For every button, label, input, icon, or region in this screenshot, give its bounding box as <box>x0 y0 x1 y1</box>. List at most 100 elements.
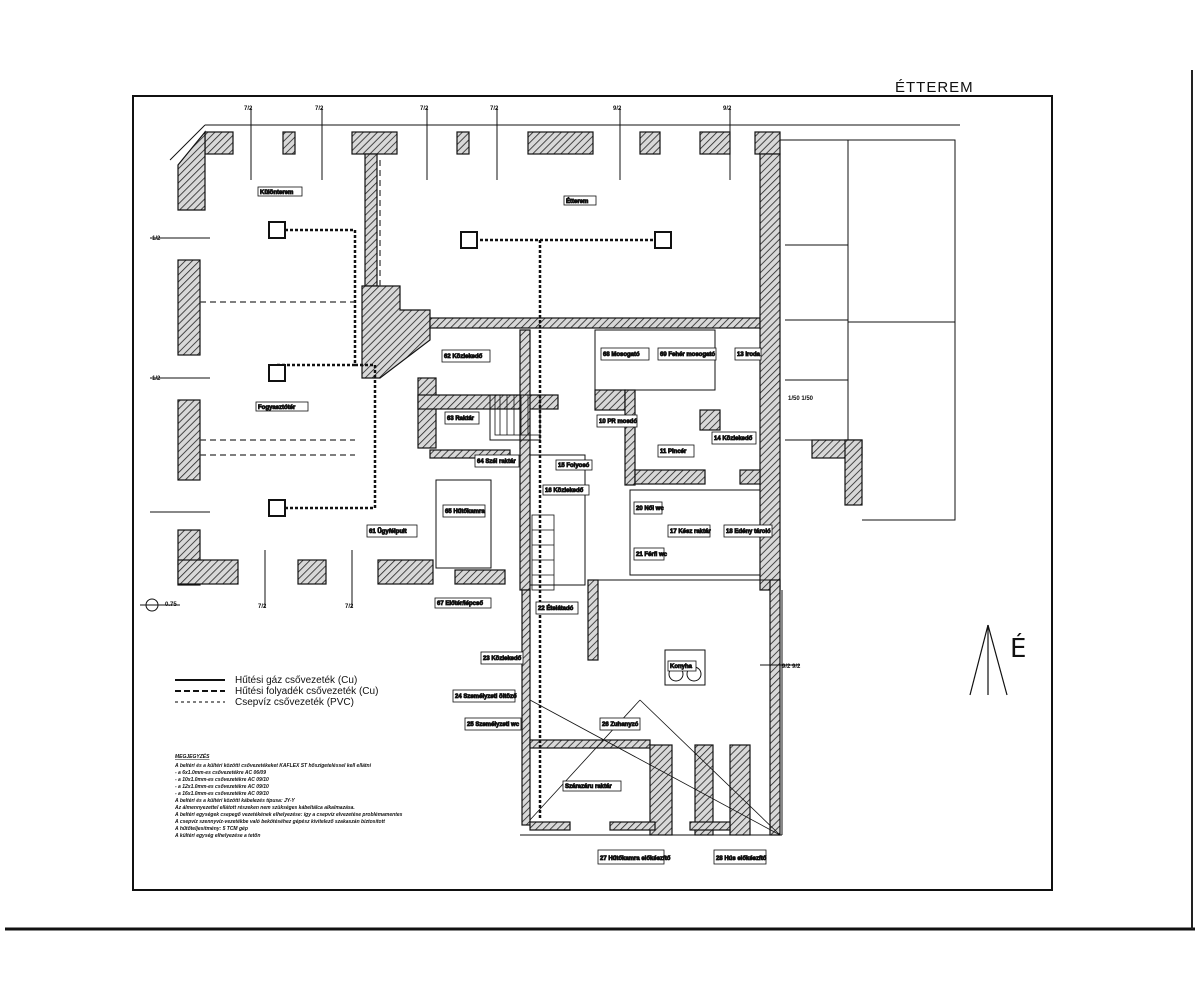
legend-gas: Hűtési gáz csővezeték (Cu) <box>235 675 357 686</box>
room-label: 27 Hűtőkamra előkészítő <box>597 849 671 865</box>
svg-text:28 Hús előkészítő: 28 Hús előkészítő <box>716 856 767 862</box>
svg-text:7/2: 7/2 <box>244 106 253 112</box>
room-label: 21 Férfi wc <box>633 547 668 561</box>
svg-text:67 Előtér/lépcső: 67 Előtér/lépcső <box>437 601 483 607</box>
svg-text:15 Folyosó: 15 Folyosó <box>558 463 590 469</box>
room-label: 24 Személyzeti öltöző <box>452 689 517 703</box>
svg-text:Az álmennyezettel ellátott rés: Az álmennyezettel ellátott részeken nem … <box>174 805 355 811</box>
room-label: 10 PR mosdó <box>596 414 638 428</box>
svg-text:23 Közlekedő: 23 Közlekedő <box>483 656 522 662</box>
room-label: Konyha <box>667 660 697 672</box>
svg-text:27 Hűtőkamra előkészítő: 27 Hűtőkamra előkészítő <box>600 856 671 862</box>
svg-text:A kültéri egység elhelyezése a: A kültéri egység elhelyezése a tetőn <box>174 833 260 839</box>
axis-marks <box>140 108 800 666</box>
room-label: Szárazáru raktár <box>562 780 622 792</box>
svg-text:25 Személyzeti wc: 25 Személyzeti wc <box>467 722 520 728</box>
room-label: 25 Személyzeti wc <box>464 717 522 731</box>
svg-text:A hűtőteljesítmény: 5 TCM gép: A hűtőteljesítmény: 5 TCM gép <box>174 826 248 832</box>
drawing-frame <box>132 95 1053 891</box>
svg-text:16 Közlekedő: 16 Közlekedő <box>545 488 584 494</box>
room-label: 68 Mosogató <box>600 347 650 361</box>
indoor-units <box>268 221 672 517</box>
notes: MEGJEGYZÉS A beltéri és a kültéri között… <box>174 752 403 839</box>
svg-text:61 Ügyfélpult: 61 Ügyfélpult <box>369 528 407 535</box>
svg-text:- a 16x1.0mm-es csővezetékre A: - a 16x1.0mm-es csővezetékre AC 09/10 <box>175 791 269 797</box>
room-label: 17 Kész raktár <box>667 524 712 538</box>
room-label: 64 Szél raktár <box>474 454 520 468</box>
svg-text:10 PR mosdó: 10 PR mosdó <box>599 419 637 425</box>
svg-text:9/2: 9/2 <box>613 106 622 112</box>
room-label: 11 Pincér <box>657 444 695 458</box>
legend-liquid: Hűtési folyadék csővezeték (Cu) <box>235 686 378 697</box>
svg-text:65 Hűtőkamra: 65 Hűtőkamra <box>445 509 485 515</box>
room-label: 15 Folyosó <box>555 459 593 471</box>
svg-text:26 Zuhanyzó: 26 Zuhanyzó <box>602 722 639 728</box>
room-label: 28 Hús előkészítő <box>713 849 767 865</box>
svg-text:14 Közlekedő: 14 Közlekedő <box>714 436 753 442</box>
svg-text:MEGJEGYZÉS: MEGJEGYZÉS <box>175 752 210 760</box>
svg-text:22 Ételátadó: 22 Ételátadó <box>538 604 574 612</box>
room-label: 23 Közlekedő <box>480 651 524 665</box>
svg-text:68 Mosogató: 68 Mosogató <box>603 352 640 358</box>
svg-text:0.75: 0.75 <box>165 602 177 608</box>
stairs <box>494 394 555 591</box>
svg-text:- a 6x1.0mm-es csővezetékre AC: - a 6x1.0mm-es csővezetékre AC 06/09 <box>175 770 266 776</box>
room-label: 62 Közlekedő <box>441 349 491 363</box>
walls <box>177 130 863 836</box>
svg-text:13 Iroda: 13 Iroda <box>737 352 761 358</box>
axis-labels: 7/2 7/2 7/2 7/2 9/2 9/2 7/2 7/2 1/2 1/2 … <box>152 106 814 670</box>
svg-text:17 Kész raktár: 17 Kész raktár <box>670 529 711 535</box>
svg-text:7/2: 7/2 <box>258 604 267 610</box>
svg-text:A beltéri és a kültéri közötti: A beltéri és a kültéri közötti csővezeté… <box>174 763 372 769</box>
svg-text:9/2 9/2: 9/2 9/2 <box>782 664 801 670</box>
svg-text:11 Pincér: 11 Pincér <box>660 449 687 455</box>
thin-lines <box>169 124 960 836</box>
room-label: Különterem <box>257 186 303 197</box>
room-label: 67 Előtér/lépcső <box>434 597 492 609</box>
room-label: 13 Iroda <box>734 347 762 361</box>
room-label: 20 Női wc <box>633 501 665 515</box>
room-label: Étterem <box>563 195 597 206</box>
svg-text:7/2: 7/2 <box>420 106 429 112</box>
room-label: Fogyasztótér <box>255 401 309 412</box>
svg-text:64 Szél raktár: 64 Szél raktár <box>477 459 516 465</box>
svg-text:7/2: 7/2 <box>490 106 499 112</box>
north-label: É <box>1010 632 1026 664</box>
room-label: 69 Fehér mosogató <box>657 347 717 361</box>
room-label: 18 Edény tároló <box>723 524 773 538</box>
svg-text:Szárazáru raktár: Szárazáru raktár <box>565 784 612 790</box>
svg-text:20 Női wc: 20 Női wc <box>636 506 664 512</box>
legend-drain: Csepvíz csővezeték (PVC) <box>235 697 354 708</box>
svg-text:Konyha: Konyha <box>670 664 693 670</box>
room-labels: Különterem Étterem Fogyasztótér 62 Közle… <box>255 186 773 865</box>
room-label: 16 Közlekedő <box>542 484 590 496</box>
svg-text:69 Fehér mosogató: 69 Fehér mosogató <box>660 352 715 358</box>
svg-text:A beltéri és a kültéri közötti: A beltéri és a kültéri közötti kábelezés… <box>174 798 295 804</box>
svg-text:7/2: 7/2 <box>345 604 354 610</box>
svg-text:A csepvíz szennyvíz-vezetékbe: A csepvíz szennyvíz-vezetékbe való beköt… <box>174 819 385 825</box>
svg-text:18 Edény tároló: 18 Edény tároló <box>726 529 771 535</box>
svg-text:21 Férfi wc: 21 Férfi wc <box>636 552 668 558</box>
sheet-title: ÉTTEREM <box>895 79 974 96</box>
room-label: 26 Zuhanyzó <box>599 717 641 731</box>
svg-text:9/2: 9/2 <box>723 106 732 112</box>
svg-text:Étterem: Étterem <box>566 197 588 205</box>
svg-text:- a 10x1.0mm-es csővezetékre A: - a 10x1.0mm-es csővezetékre AC 09/10 <box>175 777 269 783</box>
svg-text:7/2: 7/2 <box>315 106 324 112</box>
svg-text:1/50 1/50: 1/50 1/50 <box>788 396 814 402</box>
svg-text:1/2: 1/2 <box>152 376 161 382</box>
room-label: 63 Raktár <box>444 411 480 425</box>
drain-lines <box>200 160 381 456</box>
svg-text:Különterem: Különterem <box>260 190 293 196</box>
svg-text:62 Közlekedő: 62 Közlekedő <box>444 354 483 360</box>
svg-text:- a 12x1.0mm-es csővezetékre A: - a 12x1.0mm-es csővezetékre AC 09/10 <box>175 784 269 790</box>
room-label: 14 Közlekedő <box>711 431 757 445</box>
room-label: 22 Ételátadó <box>535 601 579 615</box>
svg-text:1/2: 1/2 <box>152 236 161 242</box>
legend: Hűtési gáz csővezeték (Cu) Hűtési folyad… <box>175 675 378 708</box>
svg-text:A beltéri egységek csepegő vez: A beltéri egységek csepegő vezetékének e… <box>174 812 403 818</box>
svg-text:63 Raktár: 63 Raktár <box>447 416 475 422</box>
north-arrow-icon <box>969 624 1008 696</box>
room-label: 65 Hűtőkamra <box>442 504 486 518</box>
